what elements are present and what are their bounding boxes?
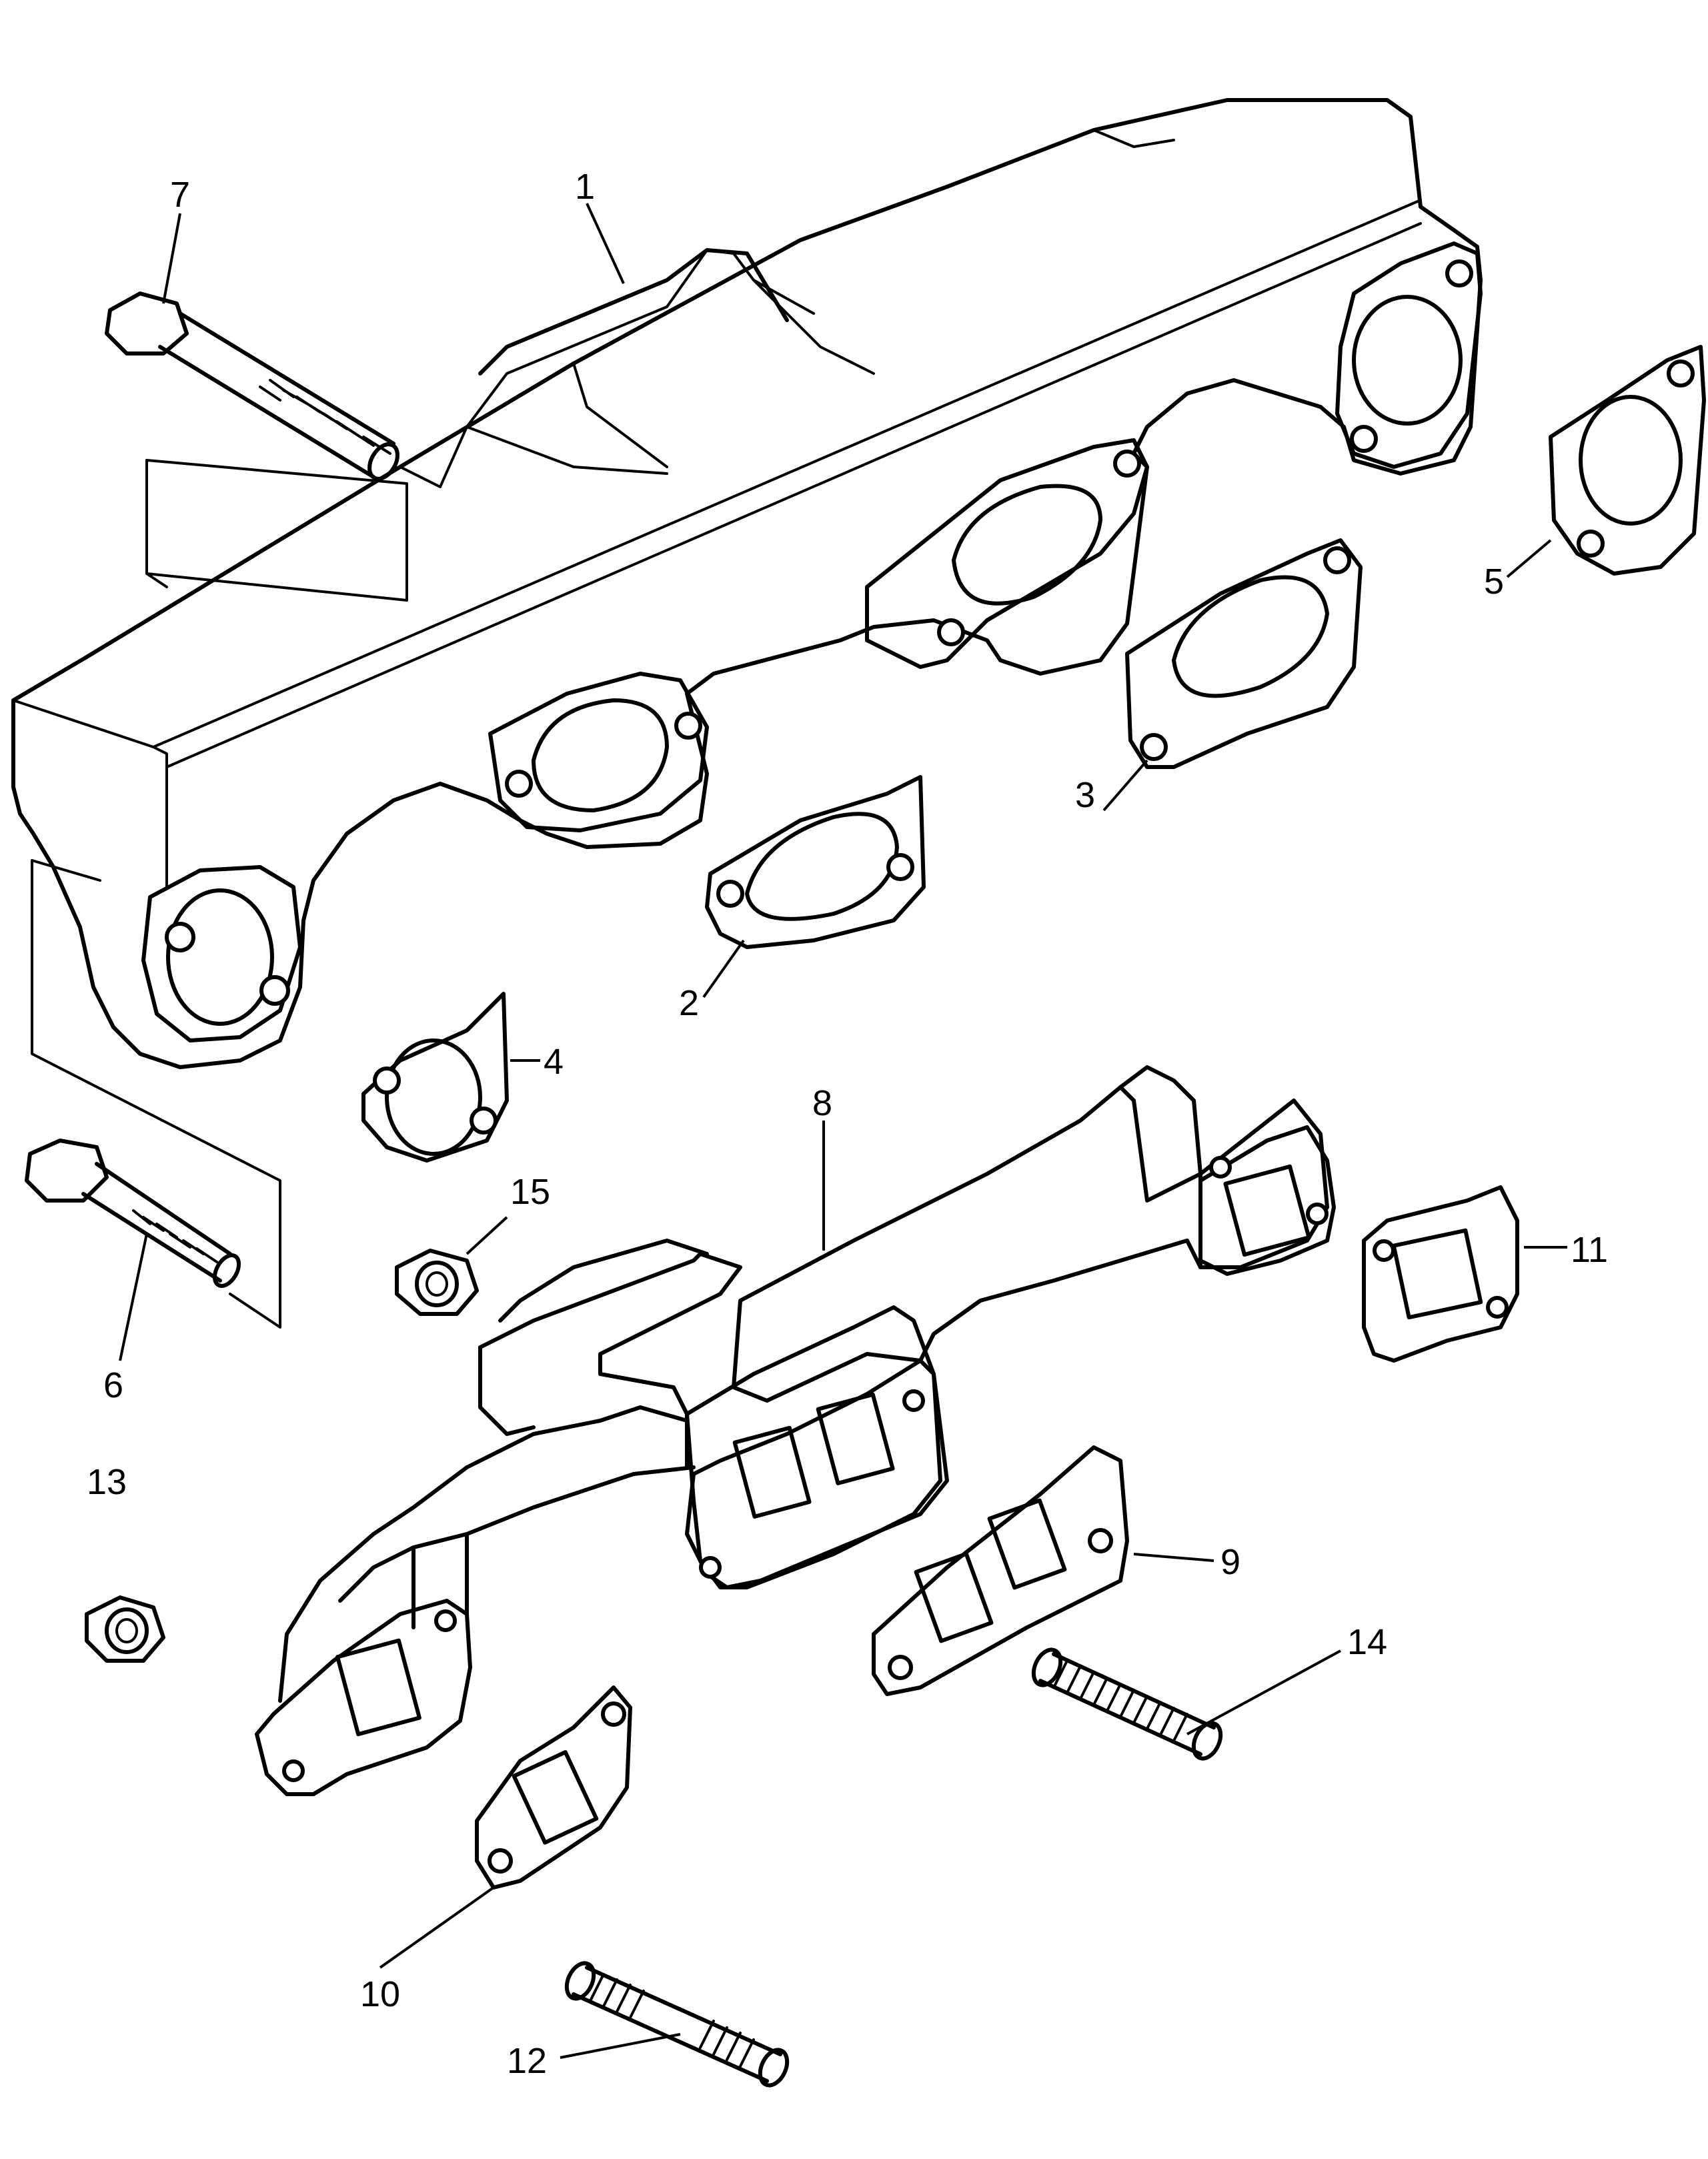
callout-7: 7 <box>170 175 190 215</box>
bolt-6 <box>25 859 281 1329</box>
leader-lines <box>119 203 1567 2059</box>
callout-1: 1 <box>575 167 595 207</box>
callout-2: 2 <box>679 983 699 1023</box>
upper-exhaust-manifold <box>11 98 1483 1069</box>
gasket-9 <box>872 1445 1129 1696</box>
stud-14 <box>1031 1647 1223 1761</box>
nut-15 <box>395 1249 479 1316</box>
callout-12: 12 <box>507 2041 547 2081</box>
callout-labels: 1 2 3 4 5 6 7 8 9 10 11 12 13 14 15 <box>87 167 1608 2081</box>
callout-11: 11 <box>1571 1230 1608 1270</box>
gasket-4 <box>361 992 509 1163</box>
bolt-7 <box>105 291 408 602</box>
gasket-5 <box>1549 345 1706 576</box>
stud-12 <box>564 1961 790 2088</box>
callout-10: 10 <box>360 1974 400 2014</box>
callout-5: 5 <box>1484 562 1504 602</box>
gasket-2 <box>705 775 926 949</box>
callout-3: 3 <box>1075 775 1095 815</box>
gasket-11 <box>1362 1185 1519 1363</box>
lower-exhaust-manifold <box>255 1065 1336 1796</box>
callout-9: 9 <box>1220 1542 1240 1582</box>
callout-8: 8 <box>812 1083 832 1123</box>
nut-13 <box>85 1595 165 1663</box>
callout-4: 4 <box>544 1042 564 1082</box>
gasket-3 <box>1125 538 1363 769</box>
callout-6: 6 <box>103 1365 123 1405</box>
callout-14: 14 <box>1347 1622 1387 1662</box>
callout-15: 15 <box>510 1172 550 1212</box>
callout-13: 13 <box>87 1462 127 1502</box>
gasket-10 <box>475 1685 632 1890</box>
